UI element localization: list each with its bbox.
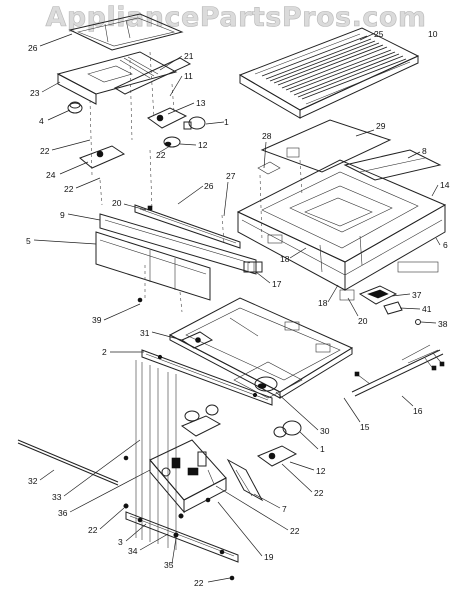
callout-22: 22 <box>88 525 98 535</box>
part-37-bracket <box>358 285 398 305</box>
callout-36: 36 <box>58 508 68 518</box>
part-10-shelf <box>238 27 420 119</box>
callout-1: 1 <box>320 444 325 454</box>
part-38-screw <box>415 319 437 325</box>
callout-39: 39 <box>92 315 102 325</box>
part-16-wire-harness <box>351 344 445 397</box>
callout-12: 12 <box>198 140 208 150</box>
callout-13: 13 <box>196 98 206 108</box>
callout-22: 22 <box>194 578 204 588</box>
callout-35: 35 <box>164 560 174 570</box>
part-26-top-bracket <box>68 13 184 51</box>
callout-18: 18 <box>280 254 290 264</box>
part-25-trim-strip <box>134 204 241 249</box>
assembly-guides-upper <box>89 51 175 211</box>
part-29-plate <box>260 119 392 173</box>
callout-labels: 26 25 21 11 23 4 13 1 12 22 22 24 22 10 … <box>26 29 450 588</box>
callout-14: 14 <box>440 180 450 190</box>
callout-21: 21 <box>184 51 194 61</box>
callout-8: 8 <box>422 146 427 156</box>
callout-15: 15 <box>360 422 370 432</box>
callout-22: 22 <box>314 488 324 498</box>
callout-22: 22 <box>40 146 50 156</box>
callout-26: 26 <box>28 43 38 53</box>
part-12-socket-upper <box>163 136 181 148</box>
part-30-bulb-assembly <box>254 376 278 392</box>
part-31-hinge <box>180 331 214 349</box>
callout-22: 22 <box>64 184 74 194</box>
callout-16: 16 <box>413 406 423 416</box>
part-41-clip <box>383 301 403 315</box>
callout-29: 29 <box>376 121 386 131</box>
part-19-control-module <box>149 404 227 514</box>
part-7-bracket <box>226 458 264 502</box>
callout-41: 41 <box>422 304 432 314</box>
part-1-bulb-lower <box>273 420 302 438</box>
callout-23: 23 <box>30 88 40 98</box>
callout-30: 30 <box>320 426 330 436</box>
callout-4: 4 <box>39 116 44 126</box>
callout-5: 5 <box>26 236 31 246</box>
callout-2: 2 <box>102 347 107 357</box>
callout-38: 38 <box>438 319 448 329</box>
callout-6: 6 <box>443 240 448 250</box>
callout-34: 34 <box>128 546 138 556</box>
assembly-guides-middle <box>137 214 225 313</box>
leader-lines <box>33 32 441 583</box>
callout-20: 20 <box>358 316 368 326</box>
part-3-bottom-rail <box>125 511 239 563</box>
callout-19: 19 <box>264 552 274 562</box>
part-4-knob <box>67 101 83 114</box>
part-17-clip <box>243 261 263 273</box>
part-24-bracket <box>79 145 126 169</box>
callout-27: 27 <box>226 171 236 181</box>
callout-24: 24 <box>46 170 56 180</box>
callout-25: 25 <box>374 29 384 39</box>
callout-11: 11 <box>184 71 193 81</box>
callout-1: 1 <box>224 117 229 127</box>
part-1-bulb-upper <box>183 116 206 130</box>
part-9-front-panel <box>99 213 257 275</box>
callout-17: 17 <box>272 279 282 289</box>
callout-12: 12 <box>316 466 326 476</box>
part-12-socket-lower <box>256 445 298 467</box>
callout-32: 32 <box>28 476 38 486</box>
callout-22: 22 <box>156 150 166 160</box>
callout-18: 18 <box>318 298 328 308</box>
callout-22: 22 <box>290 526 300 536</box>
callout-7: 7 <box>282 504 287 514</box>
part-23-control-housing <box>56 51 178 105</box>
vertical-guide-rods <box>135 360 177 550</box>
part-8-housing <box>236 147 447 301</box>
callout-28: 28 <box>262 131 272 141</box>
callout-20: 20 <box>112 198 122 208</box>
part-21-panel <box>113 57 192 95</box>
part-15-floor-panel <box>168 297 354 399</box>
part-32-rod <box>17 439 119 486</box>
callout-10: 10 <box>428 29 438 39</box>
part-13-socket-bracket <box>147 107 188 129</box>
callout-9: 9 <box>60 210 65 220</box>
callout-26: 26 <box>204 181 214 191</box>
callout-3: 3 <box>118 537 123 547</box>
callout-31: 31 <box>140 328 150 338</box>
callout-37: 37 <box>412 290 422 300</box>
part-5-front-panel <box>95 231 211 301</box>
part-2-bar <box>141 349 273 406</box>
callout-33: 33 <box>52 492 62 502</box>
